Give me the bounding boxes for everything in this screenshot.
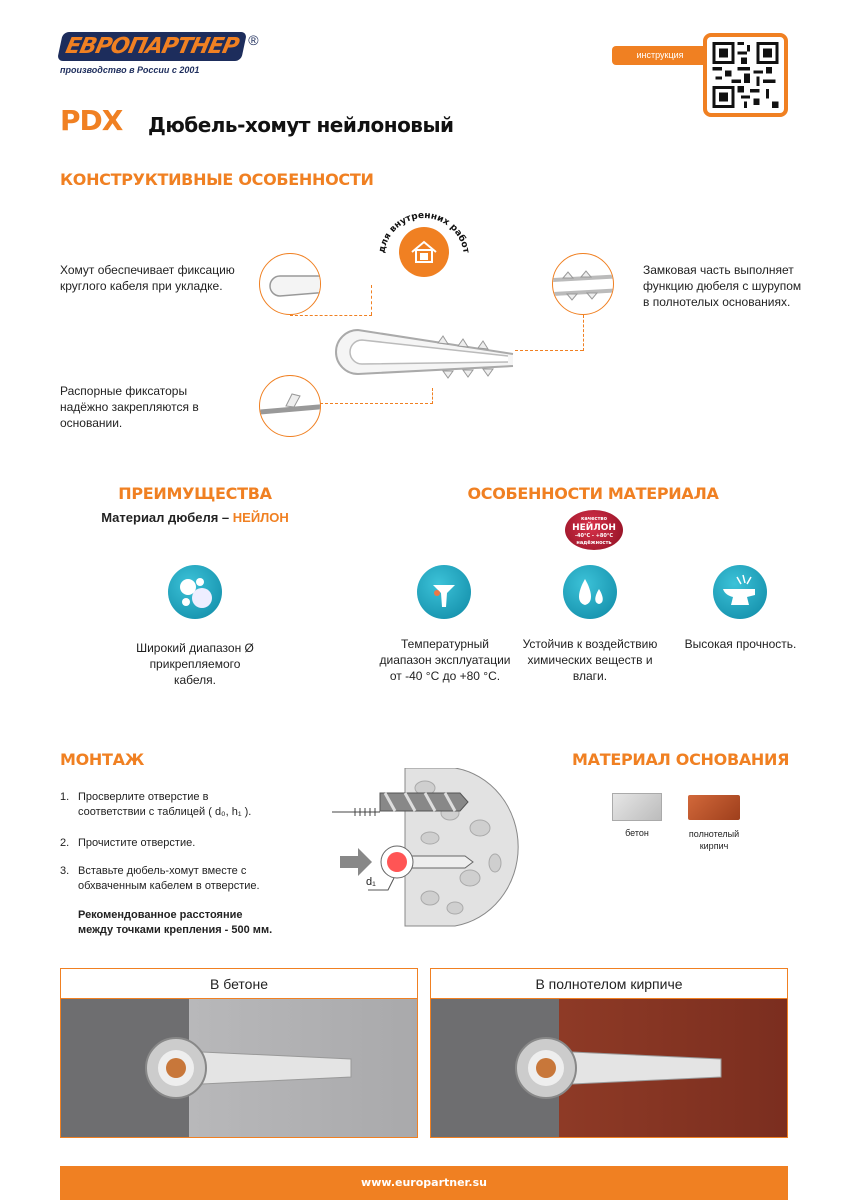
panel-concrete: В бетоне	[60, 968, 418, 1138]
indoor-badge: для внутренних работ	[368, 204, 478, 278]
mounting-step: 2. Прочистите отверстие.	[60, 836, 290, 864]
leader-line	[320, 403, 433, 404]
badge-top: качество	[580, 516, 608, 522]
material-value: НЕЙЛОН	[232, 510, 289, 525]
logo-text: ЕВРОПАРТНЕР	[63, 34, 241, 59]
features-heading: КОНСТРУКТИВНЫЕ ОСОБЕННОСТИ	[60, 170, 374, 189]
material-heading: ОСОБЕННОСТИ МАТЕРИАЛА	[467, 484, 719, 503]
base-item-concrete: бетон	[625, 828, 649, 838]
temperature-icon	[417, 565, 471, 619]
clamp-loop-detail	[259, 253, 321, 315]
logo: ЕВРОПАРТНЕР ® производство в России с 20…	[56, 32, 259, 75]
step-text: Вставьте дюбель-хомут вместе с обхваченн…	[78, 865, 260, 892]
mounting-step: 3. Вставьте дюбель-хомут вместе с обхваче…	[60, 864, 290, 908]
cable-diameter-icon	[168, 565, 222, 619]
material-line: Материал дюбеля – НЕЙЛОН	[60, 510, 330, 525]
badge-bottom: надёжность	[576, 540, 612, 546]
mounting-note: Рекомендованное расстояние между точками…	[78, 909, 273, 936]
base-item-brick: полнотелый кирпич	[688, 829, 740, 851]
step-number: 3.	[60, 865, 70, 877]
instruction-label: инструкция	[636, 50, 684, 60]
leader-line	[371, 285, 372, 315]
anvil-icon	[713, 565, 767, 619]
step-text: Прочистите отверстие.	[78, 837, 196, 849]
registered-mark: ®	[248, 32, 259, 48]
diagram-label-d1: d₁	[366, 876, 376, 888]
mounting-diagram	[332, 768, 519, 927]
panel-brick: В полнотелом кирпиче	[430, 968, 788, 1138]
mounting-steps: 1. Просверлите отверстие в соответствии с…	[60, 790, 290, 938]
product-code: PDX	[60, 104, 123, 137]
mounting-heading: МОНТАЖ	[60, 750, 144, 769]
advantages-heading: ПРЕИМУЩЕСТВА	[118, 484, 272, 503]
website-link[interactable]: www.europartner.su	[361, 1176, 487, 1189]
badge-temp: -40°C - +80°C	[574, 533, 614, 539]
material-label: Материал дюбеля –	[101, 510, 233, 525]
concrete-installation-image	[61, 999, 417, 1137]
lock-part-detail	[552, 253, 614, 315]
logo-subtitle: производство в России с 2001	[60, 65, 200, 75]
badge-main: НЕЙЛОН	[572, 523, 616, 533]
step-text: Просверлите отверстие в соответствии с т…	[78, 791, 252, 818]
material-item-strength: Высокая прочность.	[684, 637, 797, 651]
nylon-quality-badge: качество НЕЙЛОН -40°C - +80°C надёжность	[565, 510, 623, 550]
brick-installation-image	[431, 999, 787, 1137]
material-item-temperature: Температурный диапазон эксплуатации от -…	[379, 637, 511, 683]
instruction-tab[interactable]: инструкция	[612, 46, 708, 65]
leader-line	[583, 315, 584, 351]
spreader-detail	[259, 375, 321, 437]
panel-title: В полнотелом кирпиче	[431, 969, 787, 999]
water-drops-icon	[563, 565, 617, 619]
advantage-item: Широкий диапазон Ø прикрепляемого кабеля…	[136, 641, 254, 687]
footer-bar: www.europartner.su	[60, 1166, 788, 1200]
leader-line	[290, 315, 372, 316]
feature-left-top: Хомут обеспечивает фиксацию круглого каб…	[60, 263, 235, 293]
panel-title: В бетоне	[61, 969, 417, 999]
page-title: Дюбель-хомут нейлоновый	[148, 113, 454, 137]
dowel-clamp-illustration	[335, 328, 514, 379]
brick-icon	[688, 795, 740, 820]
base-material-heading: МАТЕРИАЛ ОСНОВАНИЯ	[572, 750, 790, 769]
qr-code-icon[interactable]	[703, 33, 788, 117]
concrete-block-icon	[612, 793, 662, 821]
step-number: 1.	[60, 791, 70, 803]
feature-left-bottom: Распорные фиксаторы надёжно закрепляются…	[60, 384, 199, 430]
step-number: 2.	[60, 837, 70, 849]
mounting-step: 1. Просверлите отверстие в соответствии с…	[60, 790, 290, 836]
feature-right-top: Замковая часть выполняет функцию дюбеля …	[643, 263, 802, 309]
house-icon	[411, 240, 437, 263]
leader-line	[432, 388, 433, 404]
material-item-chemical: Устойчив к воздействию химических вещест…	[522, 637, 658, 683]
leader-line	[515, 350, 583, 351]
